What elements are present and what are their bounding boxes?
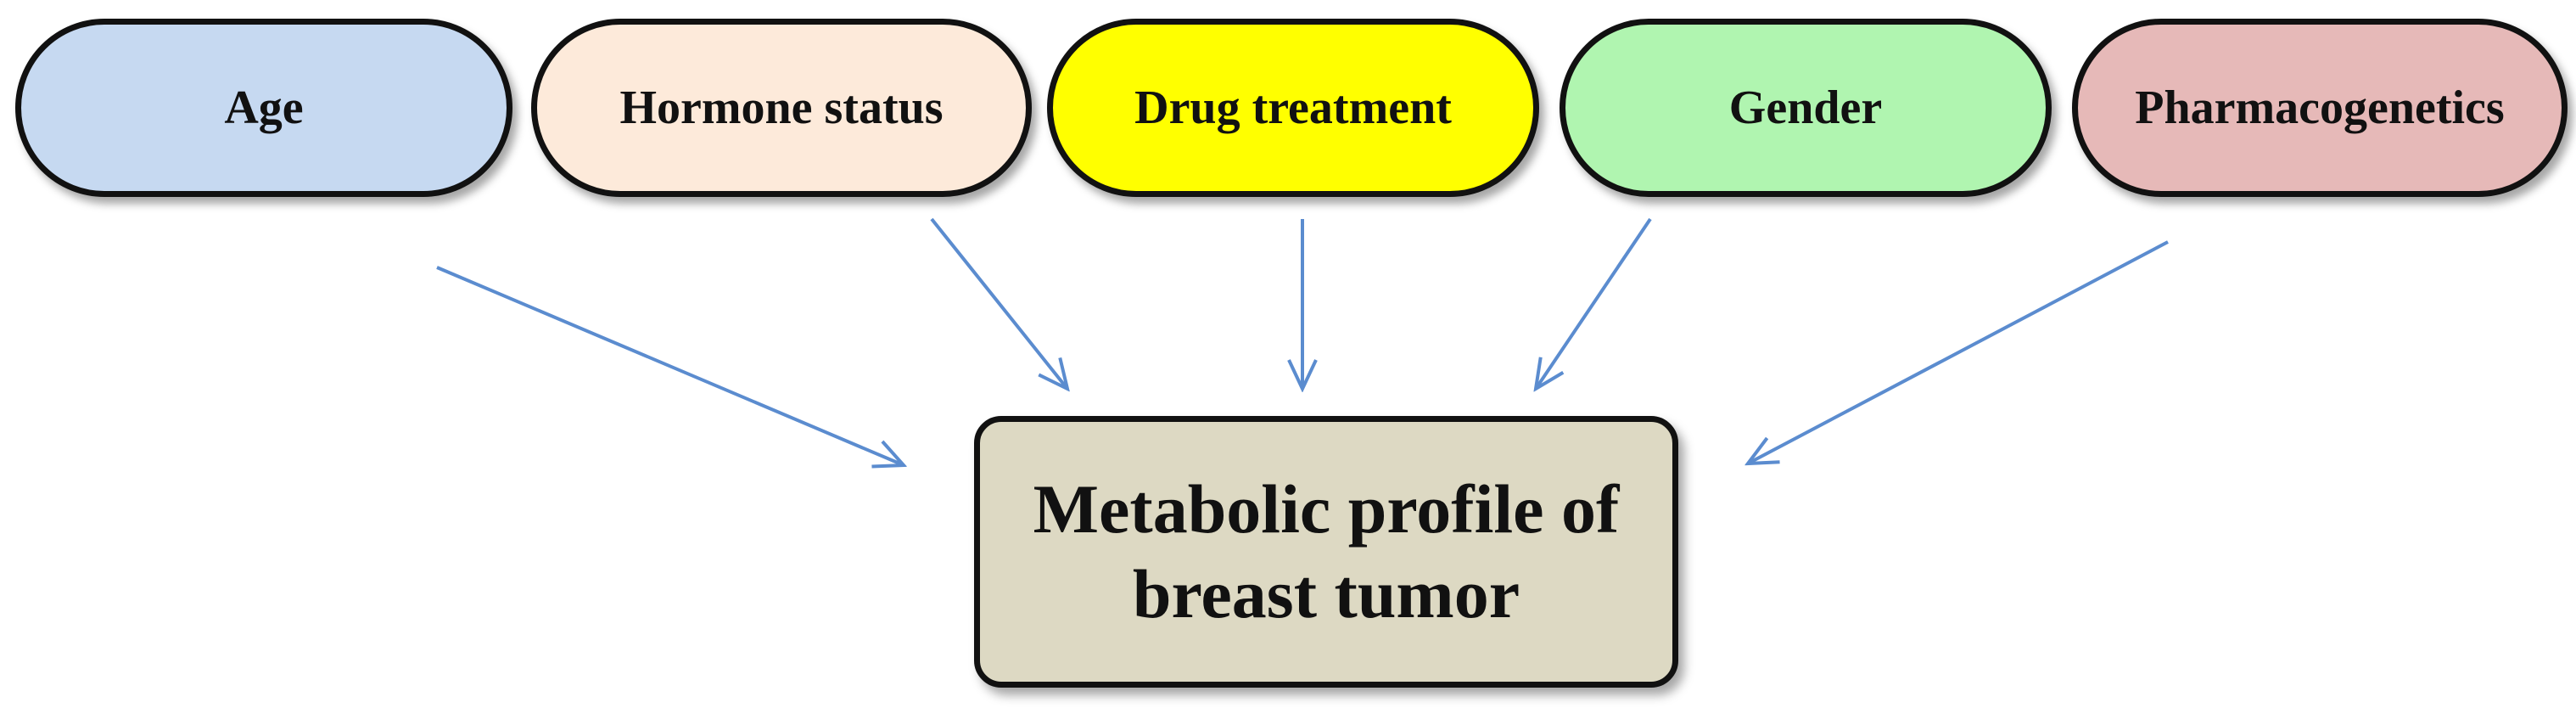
factor-drug-treatment: Drug treatment: [1047, 19, 1539, 197]
arrow-hormone: [930, 217, 1067, 389]
factor-gender: Gender: [1560, 19, 2052, 197]
target-metabolic-profile: Metabolic profile of breast tumor: [974, 416, 1678, 688]
target-label-line-1: Metabolic profile of: [1033, 469, 1620, 548]
factor-pharmacogenetics: Pharmacogenetics: [2072, 19, 2568, 197]
target-label-line-2: breast tumor: [1132, 555, 1520, 632]
arrow-age: [436, 266, 904, 465]
factor-hormone-status: Hormone status: [531, 19, 1032, 197]
arrow-pharma: [1748, 240, 2169, 464]
factor-age: Age: [15, 19, 512, 197]
arrow-gender: [1536, 217, 1652, 389]
